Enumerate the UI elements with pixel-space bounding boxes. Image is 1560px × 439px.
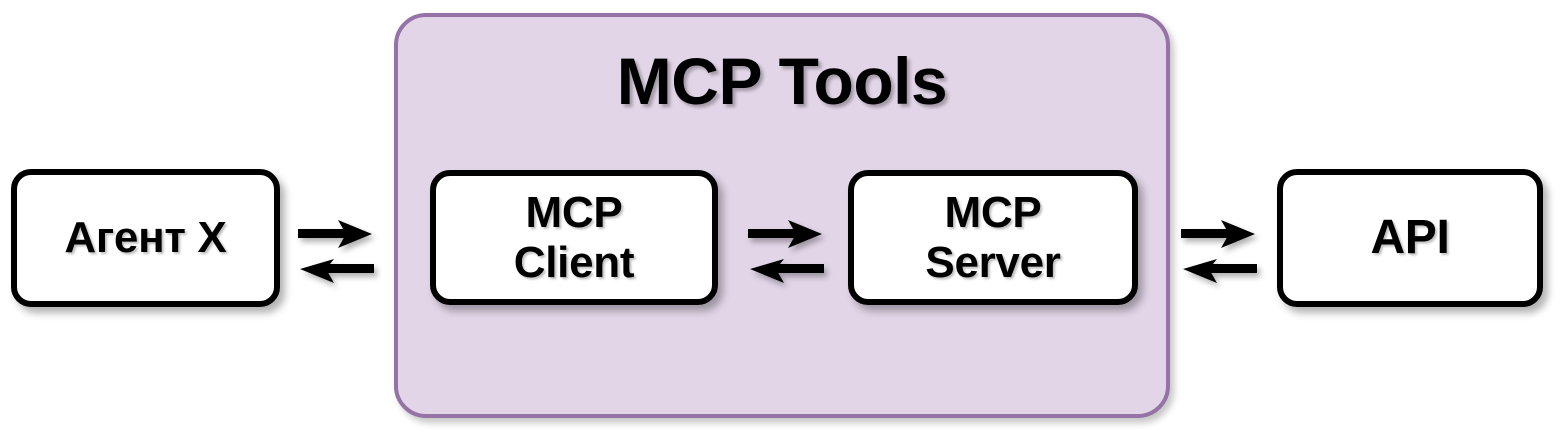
mcp-tools-group-title: MCP Tools [616,44,948,118]
arrow-left-icon [1183,259,1257,283]
connector-server-to-api[interactable] [1181,196,1257,283]
node-mcp-server[interactable]: MCP Server [848,170,1138,305]
connector-agent-to-client[interactable] [298,196,374,283]
node-agent-x[interactable]: Агент X [11,169,280,307]
connector-client-to-server[interactable] [748,196,824,283]
node-mcp-server-label: MCP Server [925,188,1061,287]
arrow-left-icon [300,259,374,283]
node-mcp-client[interactable]: MCP Client [430,170,718,305]
node-mcp-client-label: MCP Client [513,188,635,287]
arrow-right-icon [298,220,372,248]
node-agent-x-label: Агент X [64,213,227,263]
node-api-label: API [1370,211,1450,265]
node-api[interactable]: API [1277,169,1543,307]
arrow-right-icon [1181,220,1255,248]
arrow-left-icon [750,259,824,283]
arrow-right-icon [748,220,822,248]
